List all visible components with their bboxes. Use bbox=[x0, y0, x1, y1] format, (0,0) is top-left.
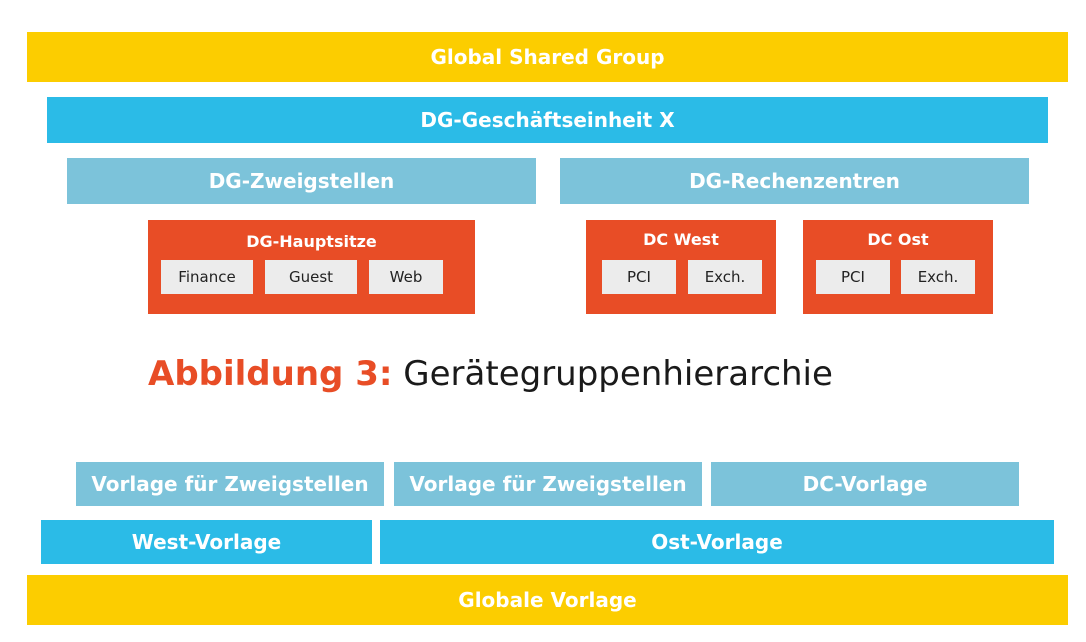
dc-east-chip-exch: Exch. bbox=[901, 260, 975, 294]
branch-template-bar-2: Vorlage für Zweigstellen bbox=[394, 462, 702, 506]
headquarters-chip-web: Web bbox=[369, 260, 443, 294]
branches-label: DG-Zweigstellen bbox=[208, 169, 395, 193]
global-shared-group-bar: Global Shared Group bbox=[27, 32, 1068, 82]
dc-template-bar: DC-Vorlage bbox=[711, 462, 1019, 506]
datacenters-label: DG-Rechenzentren bbox=[689, 169, 900, 193]
global-template-label: Globale Vorlage bbox=[458, 588, 637, 612]
west-template-label: West-Vorlage bbox=[131, 530, 282, 554]
dc-east-chip-pci: PCI bbox=[816, 260, 890, 294]
branch-template-label-1: Vorlage für Zweigstellen bbox=[91, 472, 369, 496]
figure-caption: Abbildung 3: Gerätegruppenhierarchie bbox=[148, 350, 833, 398]
branch-template-label-2: Vorlage für Zweigstellen bbox=[409, 472, 687, 496]
dc-east-box: DC Ost PCI Exch. bbox=[803, 220, 993, 314]
headquarters-chip-finance: Finance bbox=[161, 260, 253, 294]
business-unit-bar: DG-Geschäftseinheit X bbox=[47, 97, 1048, 143]
headquarters-chip-guest: Guest bbox=[265, 260, 357, 294]
dc-west-box: DC West PCI Exch. bbox=[586, 220, 776, 314]
dc-east-title: DC Ost bbox=[867, 230, 929, 249]
branch-template-bar-1: Vorlage für Zweigstellen bbox=[76, 462, 384, 506]
datacenters-bar: DG-Rechenzentren bbox=[560, 158, 1029, 204]
business-unit-label: DG-Geschäftseinheit X bbox=[420, 108, 675, 132]
global-shared-group-label: Global Shared Group bbox=[430, 45, 665, 69]
global-template-bar: Globale Vorlage bbox=[27, 575, 1068, 625]
east-template-bar: Ost-Vorlage bbox=[380, 520, 1054, 564]
dc-west-chip-exch: Exch. bbox=[688, 260, 762, 294]
east-template-label: Ost-Vorlage bbox=[651, 530, 783, 554]
dc-west-title: DC West bbox=[643, 230, 719, 249]
branches-bar: DG-Zweigstellen bbox=[67, 158, 536, 204]
figure-caption-lead: Abbildung 3: bbox=[148, 354, 393, 394]
figure-caption-text: Gerätegruppenhierarchie bbox=[392, 354, 833, 394]
dc-template-label: DC-Vorlage bbox=[802, 472, 928, 496]
west-template-bar: West-Vorlage bbox=[41, 520, 372, 564]
headquarters-title: DG-Hauptsitze bbox=[246, 232, 377, 251]
dc-west-chip-pci: PCI bbox=[602, 260, 676, 294]
headquarters-box: DG-Hauptsitze Finance Guest Web bbox=[148, 220, 475, 314]
